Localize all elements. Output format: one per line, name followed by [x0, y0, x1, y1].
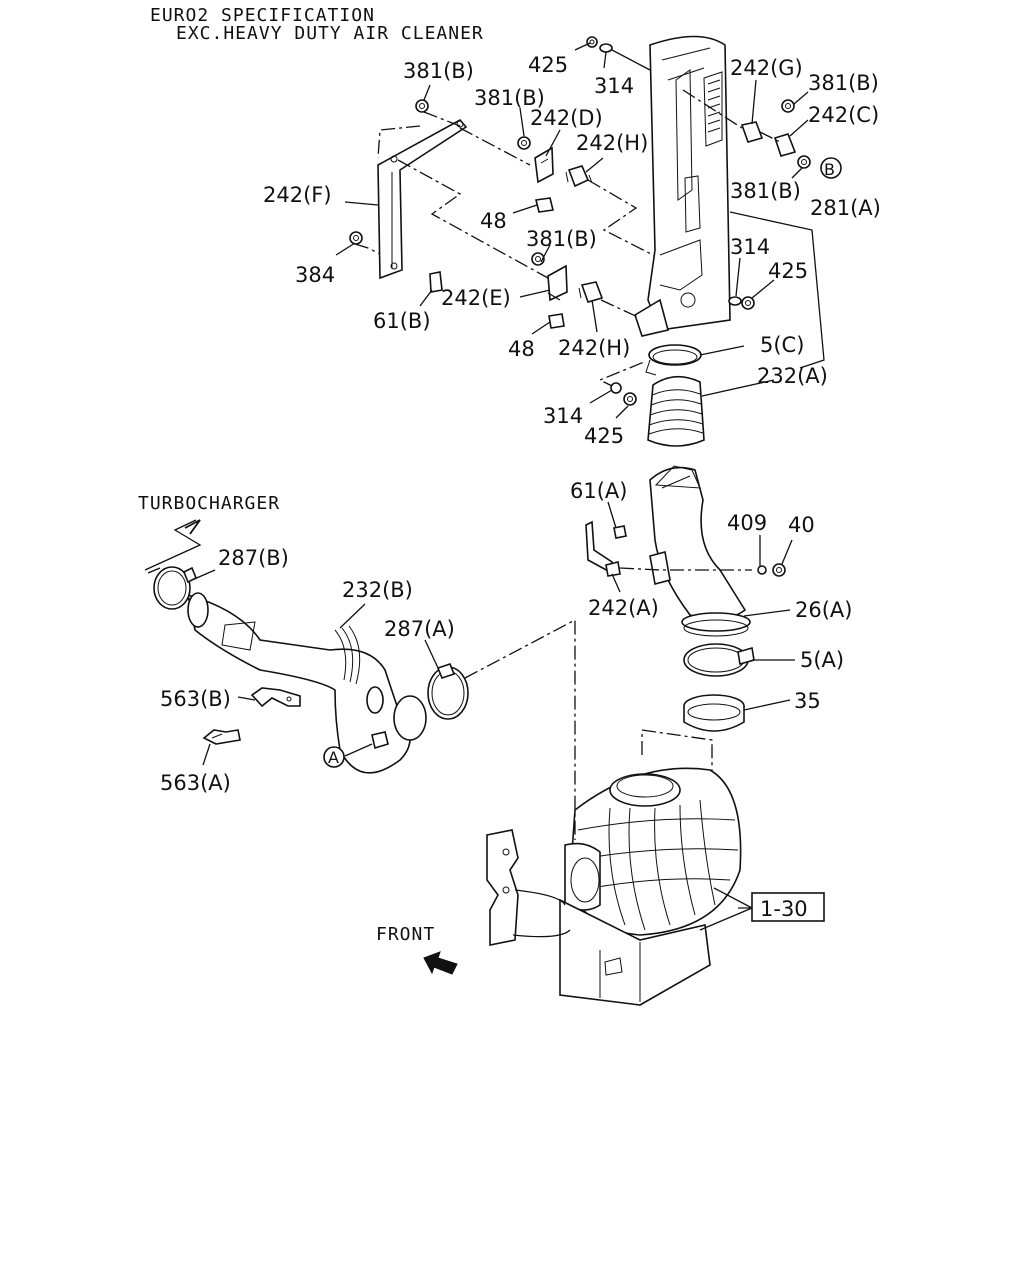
- clip-242c: [773, 133, 797, 157]
- clip-242h-top: [565, 165, 593, 188]
- label-314-top: 314: [594, 74, 634, 98]
- label-48-top: 48: [480, 209, 507, 233]
- clamp-287a: [427, 663, 469, 720]
- clip-242h-bottom: [578, 281, 604, 303]
- bracket-242e: [547, 264, 568, 302]
- hose-232a: [610, 375, 705, 447]
- svg-text:1-30: 1-30: [760, 897, 808, 921]
- circle-marker-b: B: [820, 157, 842, 179]
- label-35: 35: [794, 689, 821, 713]
- label-314-mid: 314: [730, 235, 770, 259]
- label-242h-top: 242(H): [576, 131, 648, 155]
- clamp-287b: [153, 566, 198, 610]
- label-5c: 5(C): [760, 333, 804, 357]
- bracket-242f: [377, 118, 468, 280]
- label-381b-1: 381(B): [403, 59, 474, 83]
- label-563b: 563(B): [160, 687, 231, 711]
- label-242a: 242(A): [588, 596, 659, 620]
- clamp-5a: [683, 643, 755, 677]
- hose-35: [683, 694, 745, 732]
- bracket-242d: [534, 146, 554, 184]
- label-381b-3: 381(B): [808, 71, 879, 95]
- label-381b-4: 381(B): [730, 179, 801, 203]
- turbocharger-arrow: [144, 519, 202, 571]
- label-381b-2: 381(B): [474, 86, 545, 110]
- label-242d: 242(D): [530, 106, 603, 130]
- clip-242g: [740, 121, 764, 143]
- label-26a: 26(A): [795, 598, 852, 622]
- clip-563b: [250, 687, 301, 708]
- label-232b: 232(B): [342, 578, 413, 602]
- label-242f: 242(F): [263, 183, 332, 207]
- air-duct-281a: [634, 35, 731, 337]
- label-242g: 242(G): [730, 56, 803, 80]
- label-61a: 61(A): [570, 479, 627, 503]
- label-281a: 281(A): [810, 196, 881, 220]
- label-242c: 242(C): [808, 103, 879, 127]
- label-turbocharger: TURBOCHARGER: [138, 493, 280, 514]
- label-232a: 232(A): [757, 364, 828, 388]
- header-line-2: EXC.HEAVY DUTY AIR CLEANER: [176, 23, 484, 44]
- assembly-lines-upper: [354, 89, 781, 389]
- leader-lines: [191, 42, 825, 766]
- label-314-low: 314: [543, 404, 583, 428]
- svg-text:B: B: [824, 160, 835, 179]
- reference-box-1-30: 1-30: [699, 887, 825, 931]
- label-242e: 242(E): [441, 286, 511, 310]
- label-5a: 5(A): [800, 648, 844, 672]
- label-563a: 563(A): [160, 771, 231, 795]
- pipe-232b: [186, 592, 427, 774]
- label-425-mid: 425: [768, 259, 808, 283]
- bracket-242a: [585, 520, 786, 577]
- label-425-top: 425: [528, 53, 568, 77]
- fasteners-upper: [349, 36, 811, 329]
- header-line-1: EURO2 SPECIFICATION: [150, 5, 375, 26]
- label-40: 40: [788, 513, 815, 537]
- label-287b: 287(B): [218, 546, 289, 570]
- label-61b: 61(B): [373, 309, 431, 333]
- label-384: 384: [295, 263, 335, 287]
- label-381b-5: 381(B): [526, 227, 597, 251]
- label-48-bottom: 48: [508, 337, 535, 361]
- label-242h-bottom: 242(H): [558, 336, 630, 360]
- clamp-5c: [645, 344, 702, 376]
- circle-marker-a: A: [323, 746, 345, 768]
- svg-text:A: A: [328, 748, 339, 767]
- elbow-26a: [649, 465, 751, 637]
- label-409: 409: [727, 511, 767, 535]
- front-arrow-icon: [423, 951, 458, 975]
- label-front: FRONT: [376, 924, 435, 945]
- clip-563a: [202, 729, 241, 745]
- label-425-low: 425: [584, 424, 624, 448]
- assembly-lines-lower: [147, 567, 576, 840]
- part-labels: 425 314 381(B) 381(B) 242(D) 242(H) 242(…: [138, 53, 881, 945]
- air-cleaner-1-30: [486, 729, 742, 1006]
- label-287a: 287(A): [384, 617, 455, 641]
